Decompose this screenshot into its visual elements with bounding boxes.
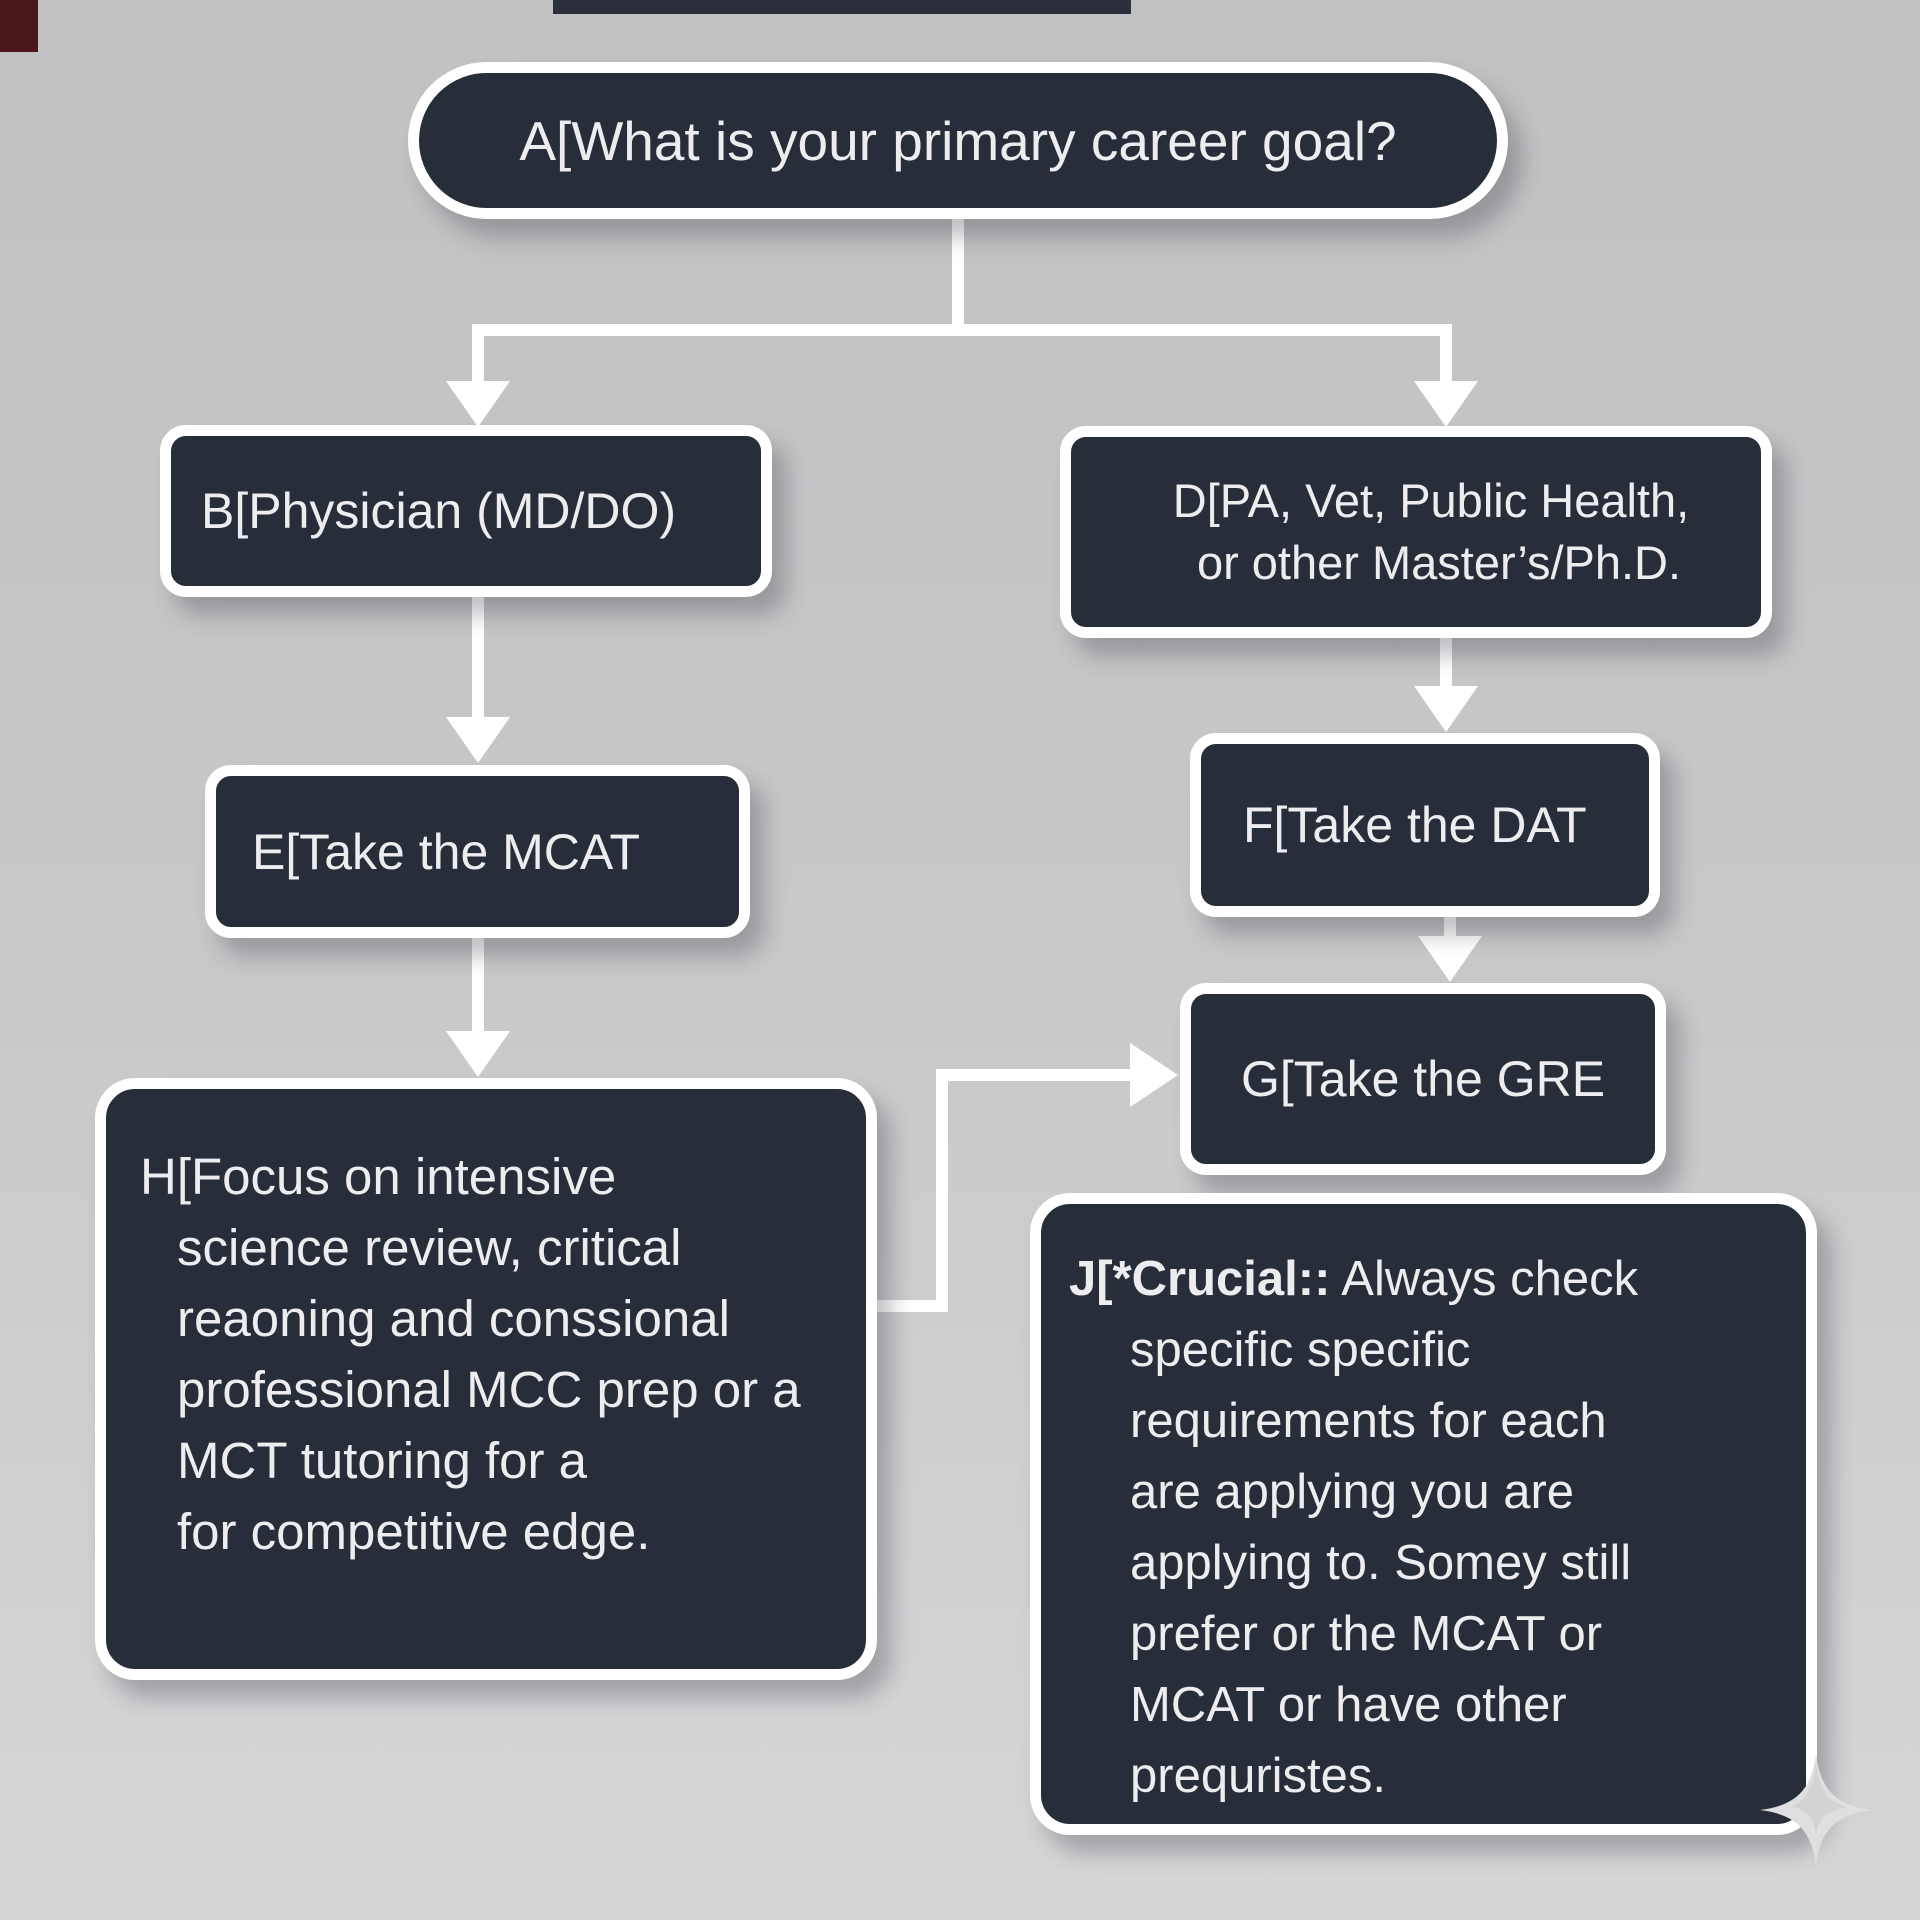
arrowhead-into-g bbox=[1418, 936, 1482, 982]
node-h-line-3: reaoning and conssional bbox=[177, 1290, 730, 1347]
arrowhead-into-e bbox=[446, 717, 510, 763]
connector-e-to-h bbox=[472, 936, 484, 1035]
node-d-other-programs: D[PA, Vet, Public Health, or other Maste… bbox=[1060, 426, 1772, 638]
sparkle-icon bbox=[1760, 1754, 1872, 1866]
node-f-label: F[Take the DAT bbox=[1243, 797, 1587, 853]
node-j-line-2: specific specific bbox=[1130, 1323, 1471, 1377]
connector-branch bbox=[472, 324, 1452, 336]
node-j-line-7: MCAT or have other bbox=[1130, 1678, 1567, 1732]
top-strip-artifact bbox=[553, 0, 1131, 14]
node-a-label: A[What is your primary career goal? bbox=[519, 109, 1397, 172]
node-j-line-4: are applying you are bbox=[1130, 1465, 1575, 1519]
connector-h-to-g-segment2 bbox=[936, 1069, 948, 1312]
connector-f-to-g bbox=[1444, 915, 1456, 940]
node-h-mcat-prep-advice: H[Focus on intensive science review, cri… bbox=[95, 1078, 877, 1680]
connector-a-to-d bbox=[1440, 330, 1452, 384]
node-d-label-line2: or other Master’s/Ph.D. bbox=[1196, 536, 1682, 589]
node-j-bold-prefix: J[*Crucial:: bbox=[1069, 1252, 1331, 1306]
node-h-line-5: MCT tutoring for a bbox=[177, 1432, 588, 1489]
arrowhead-into-h bbox=[446, 1031, 510, 1077]
node-j-line-3: requirements for each bbox=[1130, 1394, 1607, 1448]
connector-b-to-e bbox=[472, 594, 484, 720]
node-h-line-6: for competitive edge. bbox=[177, 1503, 651, 1560]
node-j-line-5: applying to. Somey still bbox=[1130, 1536, 1632, 1590]
arrowhead-into-g-from-h bbox=[1130, 1043, 1178, 1107]
node-b-label: B[Physician (MD/DO) bbox=[201, 483, 677, 539]
node-g-take-gre: G[Take the GRE bbox=[1180, 983, 1666, 1175]
connector-d-to-f bbox=[1440, 636, 1452, 690]
connector-a-to-b bbox=[472, 330, 484, 384]
arrowhead-into-f bbox=[1414, 686, 1478, 732]
connector-h-to-g-segment3 bbox=[936, 1069, 1132, 1081]
node-g-label: G[Take the GRE bbox=[1241, 1051, 1606, 1107]
node-h-line-4: professional MCC prep or a bbox=[177, 1361, 801, 1418]
arrowhead-into-d bbox=[1414, 381, 1478, 427]
node-j-line-8: prequristes. bbox=[1130, 1749, 1387, 1803]
node-d-label-line1: D[PA, Vet, Public Health, bbox=[1172, 474, 1690, 527]
node-j-line-1-rest: Always check bbox=[1330, 1252, 1639, 1306]
node-f-take-dat: F[Take the DAT bbox=[1190, 733, 1660, 917]
arrowhead-into-b bbox=[446, 381, 510, 427]
connector-a-stem bbox=[952, 214, 964, 336]
node-j-line-6: prefer or the MCAT or bbox=[1130, 1607, 1603, 1661]
connector-h-to-g-segment1 bbox=[874, 1300, 948, 1312]
node-h-line-1: H[Focus on intensive bbox=[140, 1148, 617, 1205]
corner-artifact bbox=[0, 0, 38, 52]
node-b-physician: B[Physician (MD/DO) bbox=[160, 425, 772, 597]
node-j-crucial-note: J[*Crucial:: Always check specific speci… bbox=[1030, 1193, 1817, 1835]
node-j-line-1: J[*Crucial:: Always check bbox=[1069, 1244, 1792, 1315]
node-h-line-2: science review, critical bbox=[177, 1219, 682, 1276]
node-e-take-mcat: E[Take the MCAT bbox=[205, 765, 750, 938]
node-e-label: E[Take the MCAT bbox=[252, 823, 641, 880]
node-a-career-goal: A[What is your primary career goal? bbox=[408, 62, 1508, 219]
